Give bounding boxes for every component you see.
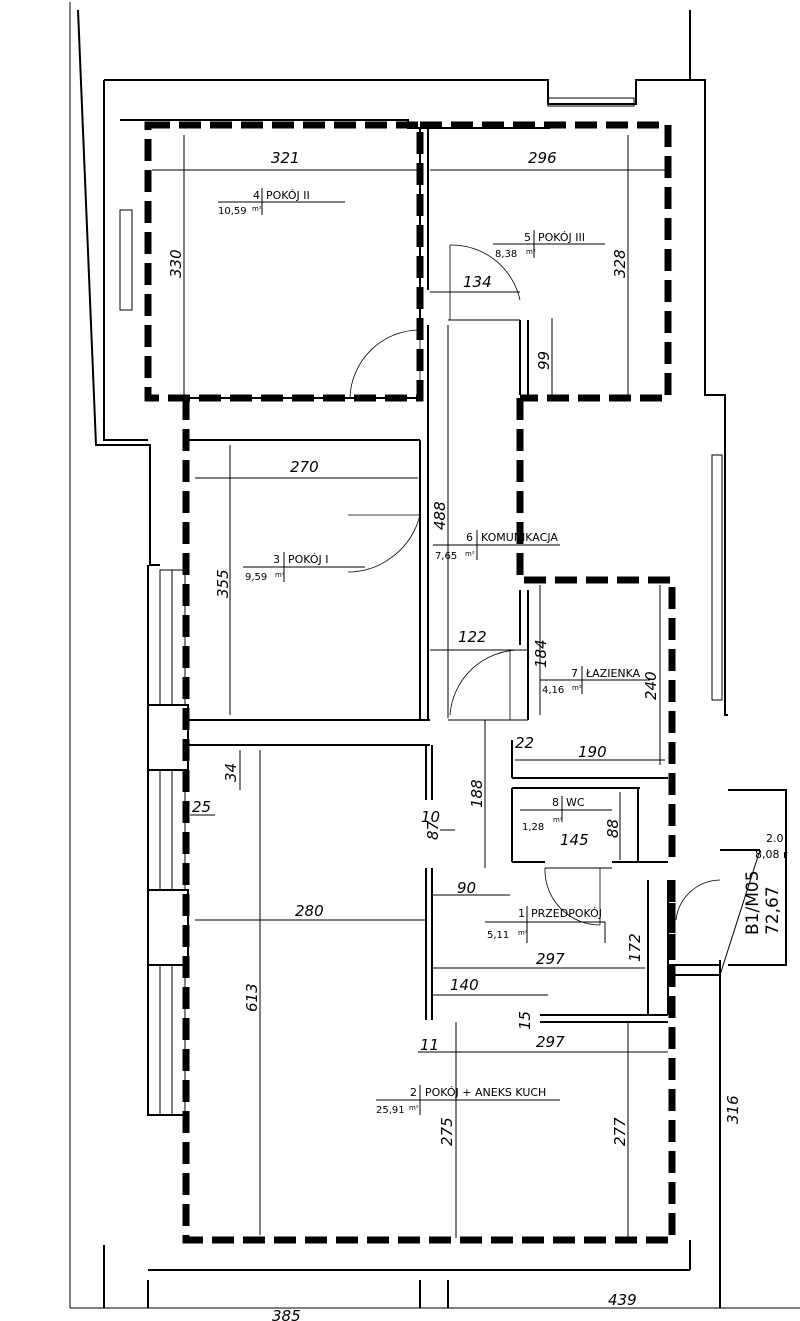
- dim-88: 88: [604, 819, 622, 838]
- stamp-code: B1/M05: [743, 870, 763, 935]
- svg-text:10,59: 10,59: [218, 206, 247, 217]
- dim-240: 240: [642, 671, 660, 700]
- dim-613: 613: [243, 983, 261, 1012]
- svg-text:m²: m²: [465, 550, 475, 558]
- svg-text:7,65: 7,65: [435, 551, 457, 562]
- stamp-side-top: 2.0: [766, 832, 784, 845]
- svg-text:m²: m²: [526, 248, 536, 256]
- dim-328: 328: [611, 249, 629, 278]
- dim-270: 270: [290, 458, 319, 476]
- svg-text:1: 1: [518, 907, 525, 920]
- room-label-3: 3 POKÓJ I 9,59 m²: [243, 552, 365, 583]
- dim-355: 355: [214, 569, 232, 598]
- dim-22: 22: [515, 734, 534, 752]
- svg-text:8: 8: [552, 796, 559, 809]
- dim-385: 385: [272, 1307, 301, 1321]
- svg-text:7: 7: [571, 667, 578, 680]
- dim-10: 10: [421, 808, 440, 826]
- svg-text:POKÓJ + ANEKS KUCH: POKÓJ + ANEKS KUCH: [425, 1086, 546, 1099]
- dim-90: 90: [457, 879, 476, 897]
- svg-text:4: 4: [253, 189, 260, 202]
- svg-text:m²: m²: [553, 816, 563, 824]
- stamp-area: 72,67: [763, 886, 783, 935]
- exterior-walls: [77, 9, 787, 1308]
- svg-text:m²: m²: [275, 571, 285, 579]
- dim-330: 330: [167, 249, 185, 278]
- svg-text:5,11: 5,11: [487, 930, 509, 941]
- interior-walls: [159, 128, 720, 1116]
- dim-188: 188: [468, 779, 486, 808]
- svg-text:25,91: 25,91: [376, 1105, 405, 1116]
- svg-text:9,59: 9,59: [245, 572, 267, 583]
- svg-text:m²: m²: [409, 1104, 419, 1112]
- dim-275: 275: [438, 1117, 456, 1146]
- room-label-5: 5 POKÓJ III 8,38 m²: [493, 230, 605, 260]
- dim-297-lower: 297: [536, 1033, 565, 1051]
- dim-280: 280: [295, 902, 324, 920]
- dim-277: 277: [611, 1117, 629, 1146]
- svg-text:m²: m²: [518, 929, 528, 937]
- svg-text:1,28: 1,28: [522, 822, 544, 833]
- svg-text:4,16: 4,16: [542, 685, 564, 696]
- room-label-4: 4 POKÓJ II 10,59 m²: [218, 188, 345, 217]
- svg-text:2: 2: [410, 1086, 417, 1099]
- dim-140: 140: [450, 976, 479, 994]
- dim-25: 25: [192, 798, 211, 816]
- room-label-1: 1 PRZEDPOKÓJ 5,11 m²: [485, 906, 606, 943]
- room-label-6: 6 KOMUNIKACJA 7,65 m²: [433, 530, 560, 562]
- dim-297-upper: 297: [536, 950, 565, 968]
- dim-184: 184: [532, 639, 550, 668]
- dim-11: 11: [420, 1036, 439, 1054]
- dim-296: 296: [528, 149, 557, 167]
- dim-316: 316: [724, 1095, 742, 1124]
- dim-15: 15: [516, 1011, 534, 1030]
- dimension-lines: [152, 135, 668, 1238]
- dim-34: 34: [222, 763, 240, 782]
- dim-122: 122: [458, 628, 487, 646]
- room-label-8: 8 WC 1,28 m²: [520, 796, 612, 833]
- svg-text:POKÓJ I: POKÓJ I: [288, 553, 329, 566]
- room-boundaries: [144, 121, 676, 1244]
- svg-text:8,38: 8,38: [495, 249, 517, 260]
- apartment-stamp: B1/M05 72,67 2.0 8,08 r: [719, 832, 788, 976]
- stamp-side-area: 8,08 r: [755, 848, 788, 861]
- svg-text:m²: m²: [252, 205, 262, 213]
- dim-87: 87: [424, 820, 442, 840]
- dim-439: 439: [608, 1291, 637, 1309]
- doors: [347, 244, 721, 926]
- dim-172: 172: [626, 933, 644, 962]
- svg-text:PRZEDPOKÓJ: PRZEDPOKÓJ: [531, 907, 602, 920]
- svg-text:KOMUNIKACJA: KOMUNIKACJA: [481, 531, 558, 544]
- svg-text:3: 3: [273, 553, 280, 566]
- dim-145: 145: [560, 831, 589, 849]
- room-label-7: 7 ŁAZIENKA 4,16 m²: [540, 666, 650, 696]
- dim-321: 321: [271, 149, 300, 167]
- dim-488: 488: [431, 501, 449, 530]
- drawing-frame: [69, 2, 800, 1309]
- svg-text:5: 5: [524, 231, 531, 244]
- svg-text:ŁAZIENKA: ŁAZIENKA: [585, 667, 641, 680]
- svg-text:6: 6: [466, 531, 473, 544]
- dim-134: 134: [463, 273, 492, 291]
- dim-99: 99: [535, 351, 553, 370]
- room-label-2: 2 POKÓJ + ANEKS KUCH 25,91 m²: [376, 1085, 560, 1116]
- dim-190: 190: [578, 743, 607, 761]
- svg-text:WC: WC: [566, 796, 585, 809]
- svg-text:m²: m²: [572, 684, 582, 692]
- dimension-labels: 321 296 330 328 134 99 270 488 355 122 1…: [167, 149, 742, 1321]
- svg-text:POKÓJ III: POKÓJ III: [538, 231, 585, 244]
- svg-text:POKÓJ II: POKÓJ II: [266, 189, 310, 202]
